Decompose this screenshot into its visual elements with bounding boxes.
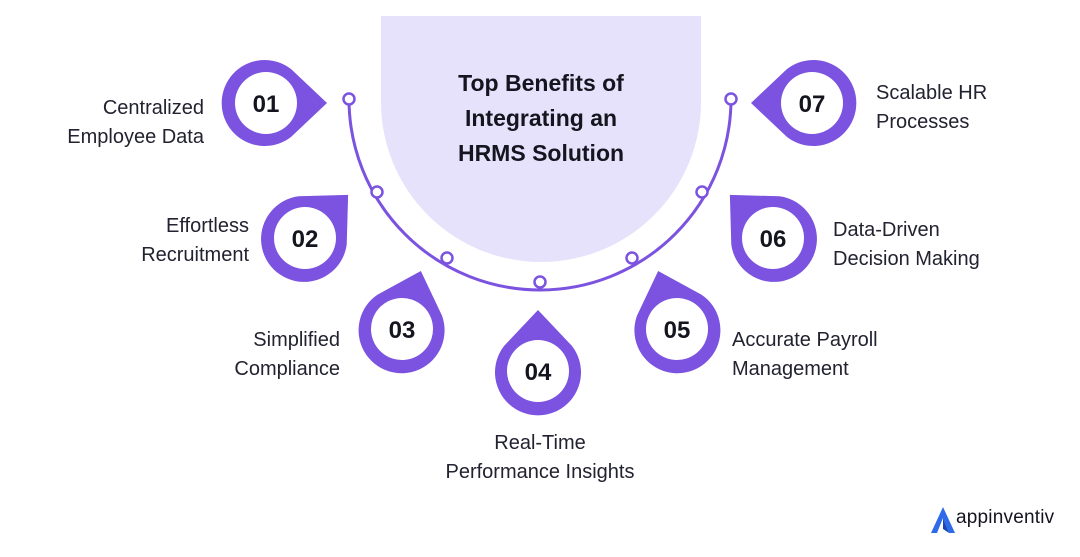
title-line-1: Top Benefits of — [458, 70, 624, 96]
connector-arc — [347, 98, 733, 292]
pin-number-05: 05 — [664, 317, 691, 344]
benefit-01-line-2: Employee Data — [67, 126, 204, 148]
pin-number-01: 01 — [253, 91, 280, 118]
arc-node-04 — [533, 275, 547, 289]
title-panel — [381, 16, 701, 262]
benefit-02-line-2: Recruitment — [141, 244, 249, 266]
benefit-07-line-1: Scalable HR — [876, 82, 988, 104]
benefit-01-line-1: Centralized — [102, 97, 204, 119]
benefit-05-line-2: Management — [732, 358, 849, 380]
benefit-07-line-2: Processes — [876, 111, 970, 133]
benefit-label-01: Centralized Employee Data — [24, 94, 204, 152]
title-line-2: Integrating an — [464, 105, 618, 131]
pin-number-07: 07 — [799, 91, 826, 118]
benefit-label-03: Simplified Compliance — [150, 326, 340, 384]
pin-04 — [495, 310, 581, 416]
benefit-04-line-2: Performance Insights — [445, 461, 635, 483]
benefit-06-line-2: Decision Making — [833, 248, 980, 270]
arc-node-01 — [342, 92, 356, 106]
benefit-label-06: Data-Driven Decision Making — [833, 216, 1033, 274]
arc-node-02 — [370, 185, 384, 199]
diagram-title: Top Benefits of Integrating an HRMS Solu… — [381, 66, 701, 171]
benefit-04-line-1: Real-Time — [494, 432, 586, 454]
benefit-06-line-1: Data-Driven — [833, 219, 940, 241]
benefit-label-04: Real-Time Performance Insights — [400, 429, 680, 487]
benefit-02-line-1: Effortless — [166, 215, 249, 237]
brand-name: appinventiv — [956, 507, 1055, 528]
pin-03 — [358, 270, 445, 374]
pin-06 — [729, 194, 817, 282]
arc-nodes — [342, 92, 738, 289]
pin-number-02: 02 — [292, 226, 319, 253]
benefit-05-line-1: Accurate Payroll — [732, 329, 878, 351]
pin-number-06: 06 — [760, 226, 787, 253]
arc-node-07 — [724, 92, 738, 106]
benefit-03-line-1: Simplified — [253, 329, 340, 351]
benefit-label-07: Scalable HR Processes — [876, 79, 1056, 137]
benefit-03-line-2: Compliance — [234, 358, 340, 380]
pin-01 — [221, 60, 327, 146]
pin-number-04: 04 — [525, 359, 552, 386]
arc-node-06 — [695, 185, 709, 199]
benefit-label-02: Effortless Recruitment — [64, 212, 249, 270]
pin-02 — [261, 194, 349, 282]
pin-number-03: 03 — [389, 317, 416, 344]
benefit-label-05: Accurate Payroll Management — [732, 326, 932, 384]
pin-07 — [751, 60, 857, 146]
appinventiv-logo-icon — [931, 507, 955, 533]
arc-node-05 — [625, 251, 639, 265]
title-line-3: HRMS Solution — [457, 140, 625, 166]
pin-05 — [634, 270, 721, 374]
arc-node-03 — [440, 251, 454, 265]
